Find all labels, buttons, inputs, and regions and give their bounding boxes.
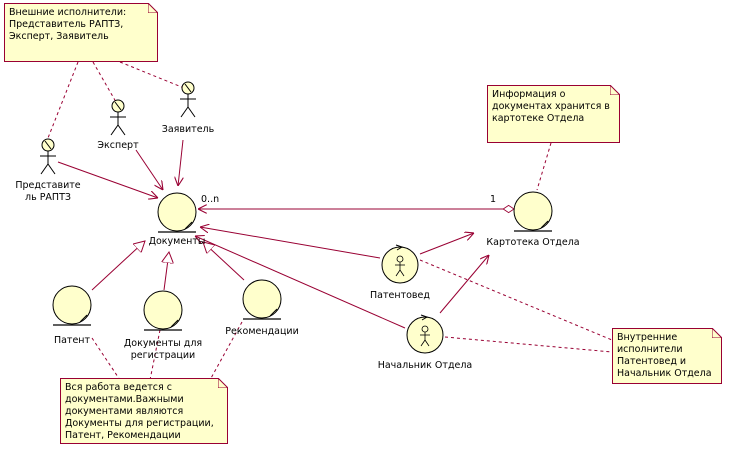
entity-patent-label: Патент: [53, 335, 91, 346]
entity-recommendations[interactable]: [242, 279, 282, 320]
actor-applicant-label: Заявитель: [161, 124, 215, 135]
note-line: исполнители: [617, 344, 683, 355]
label-line: ль РАПТЗ: [25, 192, 71, 203]
note-line: документами являются: [65, 406, 184, 417]
label-line: Представите: [15, 180, 81, 191]
note-line: документах хранится в: [492, 101, 610, 112]
entity-card-index-label: Картотека Отдела: [486, 237, 580, 248]
control-patent-agent[interactable]: [381, 244, 419, 284]
multiplicity-many: 0..n: [201, 194, 220, 205]
note-line: Патент, Рекомендации: [65, 430, 181, 441]
note-card-info: Информация о документах хранится в карто…: [487, 85, 620, 143]
entity-recommendations-label: Рекомендации: [225, 326, 299, 337]
note-internal-actors: Внутренние исполнители Патентовед и Нача…: [612, 328, 722, 384]
actor-representative-label: Представите ль РАПТЗ: [8, 180, 88, 204]
note-anchors: [47, 61, 613, 381]
control-head[interactable]: [406, 314, 444, 354]
note-line: Информация о: [492, 89, 566, 100]
note-line: документами.Важными: [65, 394, 184, 405]
control-head-label: Начальник Отдела: [377, 360, 473, 371]
control-associations: [195, 227, 489, 329]
note-external-actors: Внешние исполнители: Представитель РАПТЗ…: [4, 3, 158, 62]
actor-expert-label: Эксперт: [97, 140, 139, 151]
generalizations: [91, 241, 245, 291]
actor-associations: [57, 139, 184, 198]
note-line: Эксперт, Заявитель: [9, 31, 109, 42]
label-line: Документы для: [123, 338, 203, 349]
multiplicity-one: 1: [490, 194, 497, 205]
note-line: Представитель РАПТЗ,: [9, 19, 124, 30]
entity-registration-docs[interactable]: [143, 290, 183, 331]
note-documents-work: Вся работа ведется с документами.Важными…: [60, 378, 228, 444]
actor-applicant[interactable]: [180, 81, 196, 118]
entity-patent[interactable]: [52, 285, 92, 326]
entity-registration-docs-label: Документы для регистрации: [118, 338, 208, 362]
note-line: Начальник Отдела: [617, 368, 712, 379]
note-line: Вся работа ведется с: [65, 382, 172, 393]
actor-expert[interactable]: [110, 99, 126, 136]
note-line: Внешние исполнители:: [9, 7, 127, 18]
actor-representative[interactable]: [40, 138, 56, 175]
label-line: регистрации: [130, 350, 196, 361]
entity-documents[interactable]: [157, 192, 197, 233]
note-line: Документы для регистрации,: [65, 418, 214, 429]
note-line: картотеке Отдела: [492, 113, 585, 124]
entity-documents-label: Документы: [148, 236, 206, 247]
note-line: Патентовед и: [617, 356, 687, 367]
note-line: Внутренние: [617, 332, 678, 343]
control-patent-agent-label: Патентовед: [370, 290, 430, 301]
entity-card-index[interactable]: [513, 191, 553, 232]
